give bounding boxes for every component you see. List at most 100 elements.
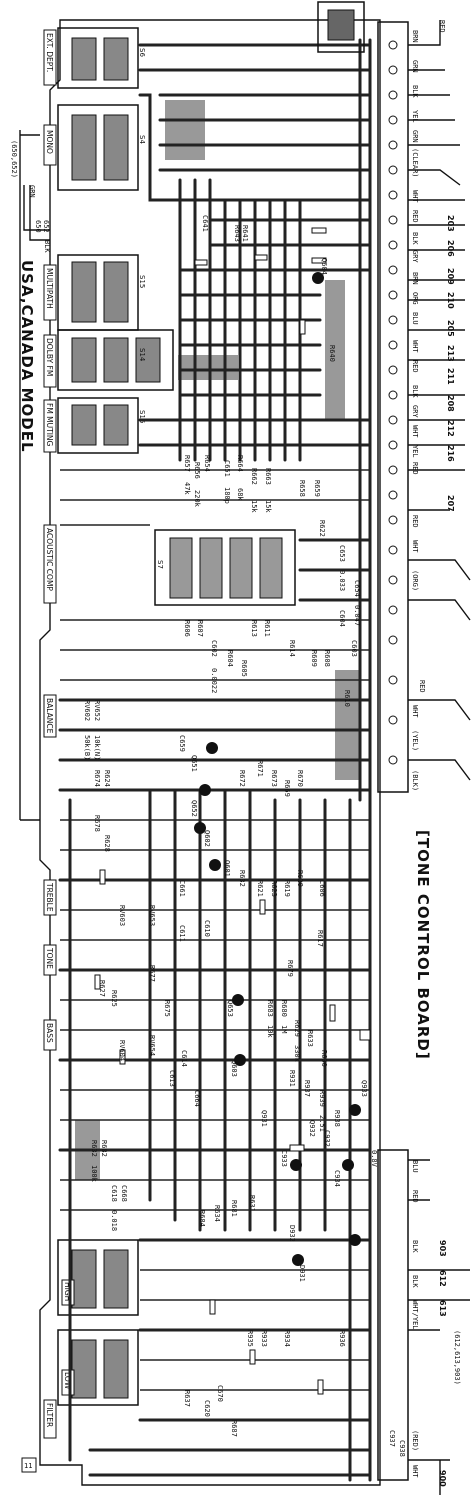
wire-color-yel3: (YEL) <box>411 730 419 751</box>
value-33k: 10k <box>266 1025 274 1038</box>
label-c654: C654 <box>353 580 361 597</box>
switch-s14-id: S14 <box>138 348 146 362</box>
wire-ref-209: 209 <box>446 268 455 285</box>
label-r637: R637 <box>183 1390 191 1407</box>
traces-vertical <box>68 38 372 1482</box>
switch-labels: EXT. DEPT. S6 MONO S4 MULTIPATH S15 DOLB… <box>43 29 164 1439</box>
label-r939: R939 <box>318 1090 326 1107</box>
switch-s4-id: S4 <box>138 135 146 144</box>
wire-ref-208: 208 <box>446 395 455 412</box>
label-r627: R627 <box>98 980 106 997</box>
value-0047: 0.047 <box>353 605 361 626</box>
high-label: HIGH <box>63 1282 72 1301</box>
label-r611: R611 <box>263 620 271 637</box>
filter-label: FILTER <box>45 1403 54 1427</box>
label-r633: R633 <box>306 1030 314 1047</box>
label-q653: Q653 <box>226 1000 234 1017</box>
label-r938: R938 <box>333 1110 341 1127</box>
label-r631: R631 <box>248 1195 256 1212</box>
label-c933: C933 <box>280 1150 288 1167</box>
label-r664: R664 <box>236 455 244 472</box>
label-r623: R623 <box>270 880 278 897</box>
wire-ref-652: 652 <box>42 220 50 233</box>
wire-ref-207: 207 <box>446 495 455 512</box>
label-r673: R673 <box>270 770 278 787</box>
label-r684: R684 <box>198 1210 206 1227</box>
label-r621: R621 <box>256 880 264 897</box>
switch-s16-id: S16 <box>138 410 146 424</box>
value-47k: 47k <box>183 482 191 495</box>
label-r610: R610 <box>343 690 351 707</box>
wire-color-blu: BLU <box>411 312 419 325</box>
switch-s7-label: ACOUSTIC COMP <box>45 528 54 591</box>
switch-blocks <box>57 27 296 1406</box>
label-r628: R628 <box>103 835 111 852</box>
label-c932: C932 <box>323 1130 331 1147</box>
wire-color-gry: GRY <box>411 250 419 263</box>
label-r662: R662 <box>250 468 258 485</box>
label-r672: R672 <box>238 770 246 787</box>
label-r629: R629 <box>293 1020 301 1037</box>
label-r678: R678 <box>93 815 101 832</box>
label-q602: Q602 <box>203 830 211 847</box>
label-c659: C659 <box>178 735 186 752</box>
wire-color-whtyel: WHT/YEL <box>411 1300 419 1330</box>
bass-label: BASS <box>45 1023 54 1043</box>
label-r681: R681 <box>230 1200 238 1217</box>
value-68k: 68k <box>236 488 244 501</box>
label-r609: R609 <box>310 650 318 667</box>
label-c604: C604 <box>338 610 346 627</box>
label-d931: D931 <box>298 1265 306 1282</box>
switch-s6-id: S6 <box>138 48 146 57</box>
value-15k-a: 15k <box>250 500 258 513</box>
component-labels-bottom: RV654 RV604 C613 C614 C664 C618 C668 R63… <box>90 1035 406 1457</box>
wire-color-blk6: BLK <box>411 1275 419 1288</box>
wire-color-blu2: BLU <box>411 1160 419 1173</box>
label-r624: R624 <box>103 770 111 787</box>
label-r935: R935 <box>246 1330 254 1347</box>
label-c653: C653 <box>338 545 346 562</box>
wire-references: 203 206 209 210 205 213 211 208 212 216 … <box>438 215 461 1487</box>
label-r620: R620 <box>296 870 304 887</box>
switch-s14-label: DOLBY FM <box>45 338 54 376</box>
wire-color-red3: RED <box>411 462 419 475</box>
label-c618: C618 <box>110 1185 118 1202</box>
label-r677: R677 <box>148 965 156 982</box>
label-q932: Q932 <box>308 1120 316 1137</box>
label-c610: C610 <box>203 920 211 937</box>
wire-color-wht6: WHT <box>411 1465 419 1478</box>
label-r640: R640 <box>328 345 336 362</box>
label-q603: Q603 <box>230 1060 238 1077</box>
label-r654: R654 <box>203 455 211 472</box>
label-c937: C937 <box>388 1430 396 1447</box>
value-0033: 0.033 <box>338 570 346 591</box>
switch-s6-label: EXT. DEPT. <box>45 33 54 72</box>
label-c611: C611 <box>178 925 186 942</box>
label-r619: R619 <box>283 880 291 897</box>
label-r937: R937 <box>303 1080 311 1097</box>
wire-color-wht3: WHT <box>411 425 419 438</box>
label-c602: C602 <box>210 640 218 657</box>
wire-color-org: ORG <box>411 292 419 305</box>
label-r625: R625 <box>110 990 118 1007</box>
balance-label: BALANCE <box>45 698 54 734</box>
wire-color-wht2: WHT <box>411 340 419 353</box>
label-rv653: RV653 <box>148 905 156 926</box>
label-r613: R613 <box>250 620 258 637</box>
label-r683: R683 <box>266 1000 274 1017</box>
label-r643: R643 <box>233 225 241 242</box>
label-c938: C938 <box>398 1440 406 1457</box>
value-50kb: 50k(B) <box>83 735 91 760</box>
wire-ref-900: 900 <box>438 1470 447 1487</box>
wire-color-wht4: WHT <box>411 540 419 553</box>
wire-ref-650: 650 <box>34 220 42 233</box>
traces-upper <box>58 43 372 762</box>
page-marker-box <box>21 1457 37 1473</box>
label-q651: Q651 <box>190 755 198 772</box>
wire-color-yel2: YEL <box>411 445 419 458</box>
label-r663: R663 <box>264 468 272 485</box>
label-r632: R632 <box>238 870 246 887</box>
wire-ref-216: 216 <box>446 445 455 462</box>
label-c661: C661 <box>178 880 186 897</box>
